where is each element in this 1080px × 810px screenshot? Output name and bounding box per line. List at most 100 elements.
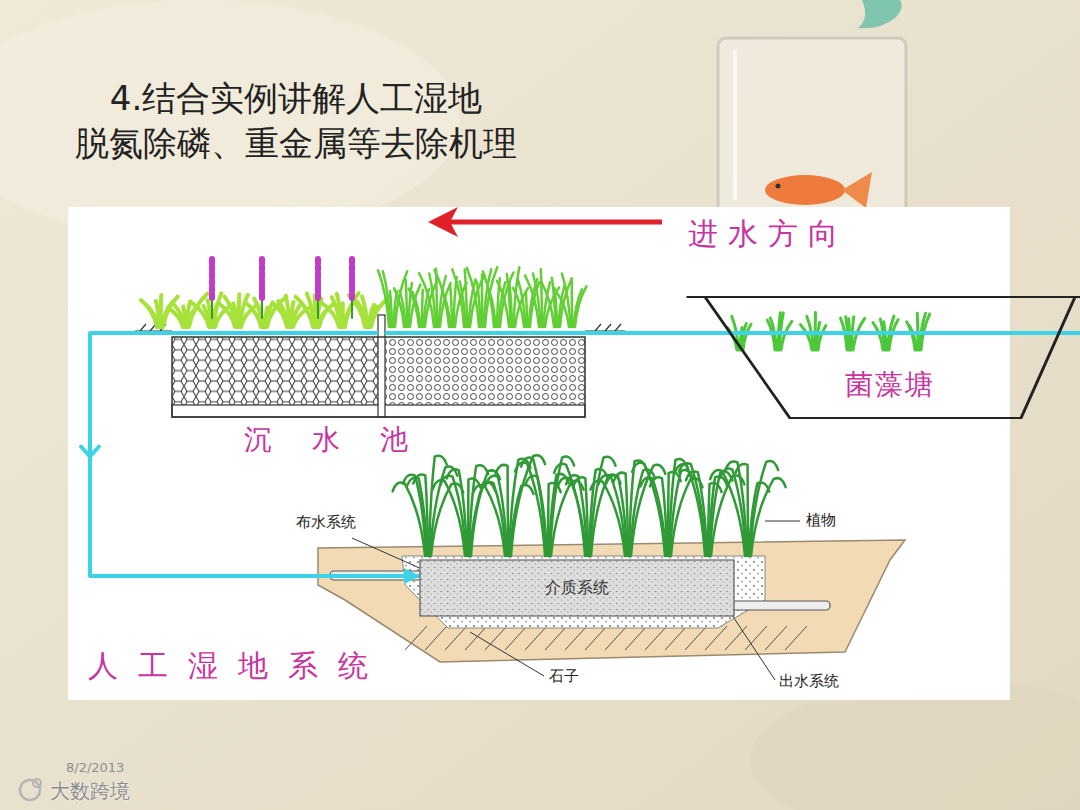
plant-blade xyxy=(477,282,481,327)
watercolor-blob xyxy=(0,0,460,240)
box-label: 介质系统 xyxy=(420,578,734,599)
watermark-logo xyxy=(20,780,40,800)
tank-shape xyxy=(172,329,585,417)
plant-blade xyxy=(781,321,792,350)
wetland-basin xyxy=(318,540,905,662)
plant-blade xyxy=(562,273,571,327)
flow-direction-label: 进水方向 xyxy=(688,214,848,255)
plant-blade xyxy=(433,480,465,556)
plant-blade xyxy=(614,473,628,556)
plant-blade xyxy=(743,324,751,350)
plant-blade xyxy=(640,477,666,556)
plant-blade xyxy=(460,281,466,327)
plant-blade xyxy=(526,291,527,327)
plant-blade xyxy=(590,457,616,556)
goldfish xyxy=(765,175,845,205)
plant-blade xyxy=(575,286,586,327)
plant-blade xyxy=(910,326,917,350)
plant-blade xyxy=(465,270,467,327)
handwritten-label: 菌藻塘 xyxy=(705,366,1075,404)
plant-blade xyxy=(679,463,706,556)
plant-blade xyxy=(407,478,427,556)
plant-blade xyxy=(736,464,748,556)
plant-blade xyxy=(521,458,546,556)
watermark-logo xyxy=(33,779,41,787)
inflow-arrowhead xyxy=(428,207,458,237)
inflow-arrow xyxy=(450,220,662,225)
plant-blade xyxy=(750,461,778,556)
part-label: 布水系统 xyxy=(296,513,356,532)
plant-blade xyxy=(884,322,886,350)
pond-node: 菌藻塘 xyxy=(705,297,1075,418)
plant-blade xyxy=(412,292,420,327)
plant-blade xyxy=(390,291,392,327)
plant-blade xyxy=(509,283,512,327)
plant-blade xyxy=(500,272,514,327)
plant-blade xyxy=(525,276,539,327)
plant-blade xyxy=(818,325,826,350)
watermark: 大数跨境 xyxy=(50,778,130,805)
plant-blade xyxy=(525,476,547,556)
plant-blade xyxy=(573,477,588,556)
part-label: 石子 xyxy=(549,667,579,686)
goldfish-eye xyxy=(776,184,781,189)
plant-blade xyxy=(403,475,426,556)
plant-blade xyxy=(510,485,533,556)
arrowhead xyxy=(404,568,420,584)
glass-highlight xyxy=(733,50,737,200)
plant-blade xyxy=(450,284,452,327)
flower-spike xyxy=(315,256,321,298)
plant-blade xyxy=(485,267,497,327)
gravel-texture xyxy=(402,556,765,628)
tank-node: 沉水池 xyxy=(172,329,585,417)
plant-blade xyxy=(473,485,505,556)
goldfish-tail xyxy=(842,172,872,208)
plant-blade xyxy=(599,475,626,556)
flow-chevron xyxy=(81,447,99,457)
date-stamp: 8/2/2013 xyxy=(66,760,124,775)
plant-blade xyxy=(650,477,667,556)
flower-spike xyxy=(209,256,215,298)
plant-blade xyxy=(395,271,407,327)
plant-blade xyxy=(570,278,573,327)
plant-blade xyxy=(541,269,542,327)
medium-box: 介质系统 xyxy=(420,560,734,616)
plant-blade xyxy=(551,481,584,556)
plant-blade xyxy=(751,478,786,556)
plant-blade xyxy=(486,476,507,556)
part-label: 出水系统 xyxy=(779,672,839,691)
plant-blade xyxy=(406,280,407,327)
system-label: 人工湿地系统 xyxy=(88,646,388,687)
plant-blade xyxy=(362,296,367,327)
plant-blade xyxy=(518,279,526,327)
plant-blade xyxy=(511,455,545,556)
white-panel xyxy=(68,207,1010,700)
plant-blade xyxy=(496,465,508,556)
plant-blade xyxy=(686,471,707,556)
plant-blade xyxy=(413,474,428,556)
plant-blade xyxy=(442,290,451,327)
plant-blade xyxy=(467,268,479,327)
leaf xyxy=(858,0,902,28)
flower-spike xyxy=(349,256,355,298)
plant-blade xyxy=(566,475,587,556)
plant-blade xyxy=(434,270,449,327)
slide-title: 4.结合实例讲解人工湿地 脱氮除磷、重金属等去除机理 xyxy=(46,76,546,166)
flower-spike xyxy=(259,256,265,298)
plant-blade xyxy=(208,300,212,327)
handwritten-label: 沉水池 xyxy=(244,421,448,459)
plants xyxy=(141,256,930,556)
plant-blade xyxy=(720,469,746,556)
plant-blade xyxy=(606,475,627,556)
plant-blade xyxy=(447,469,467,556)
plant-blade xyxy=(429,274,435,327)
plant-blade xyxy=(489,290,495,327)
plant-blade xyxy=(399,291,405,327)
glass xyxy=(718,38,906,218)
part-label: 植物 xyxy=(806,511,836,530)
water-flow-line xyxy=(585,331,732,335)
leader-lines xyxy=(352,521,800,680)
plant-blade xyxy=(725,461,747,556)
